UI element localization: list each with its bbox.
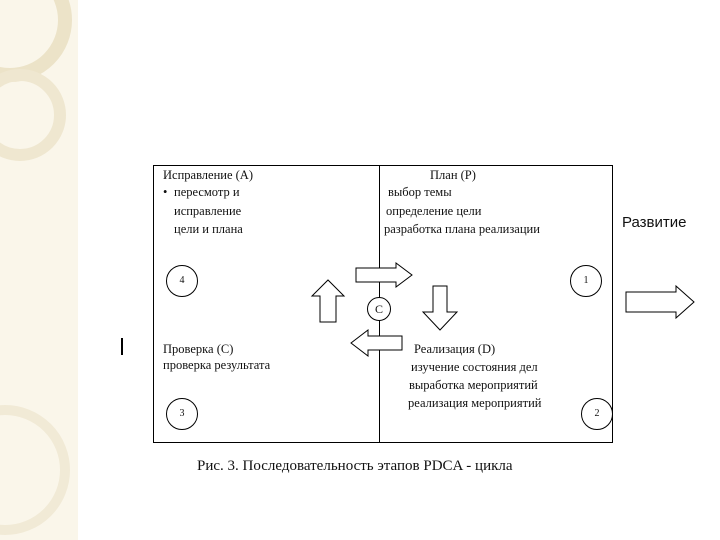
plan-line-3: разработка плана реализации [384,222,540,236]
development-label: Развитие [622,214,687,231]
text-cursor-mark [121,338,123,355]
plan-line-1: выбор темы [388,185,452,199]
arrow-right-icon [355,262,413,288]
do-title: Реализация (D) [414,342,496,356]
stage-number-3: 3 [166,398,198,430]
act-bullet: • [163,185,168,199]
check-title: Проверка (С) [163,342,234,356]
do-line-1: изучение состояния дел [411,360,538,374]
arrow-down-icon [421,285,459,331]
stage-number-1: 1 [570,265,602,297]
decorative-side-strip [0,0,78,540]
decorative-circles-icon [0,0,72,535]
stage-number-2: 2 [581,398,613,430]
figure-caption: Рис. 3. Последовательность этапов PDCA -… [197,458,513,474]
act-line-3: цели и плана [174,222,243,236]
do-line-3: реализация мероприятий [408,396,542,410]
center-cycle-symbol: C [367,297,391,321]
pdca-diagram-frame [153,165,613,443]
act-title: Исправление (А) [163,168,253,182]
act-line-1: пересмотр и [174,185,240,199]
do-line-2: выработка мероприятий [409,378,538,392]
arrow-up-icon [310,279,346,323]
check-line-1: проверка результата [163,358,271,372]
stage-number-4: 4 [166,265,198,297]
plan-title: План (Р) [430,168,476,182]
arrow-left-icon [350,328,403,358]
development-arrow-icon [625,284,695,320]
plan-line-2: определение цели [386,204,482,218]
act-line-2: исправление [174,204,242,218]
